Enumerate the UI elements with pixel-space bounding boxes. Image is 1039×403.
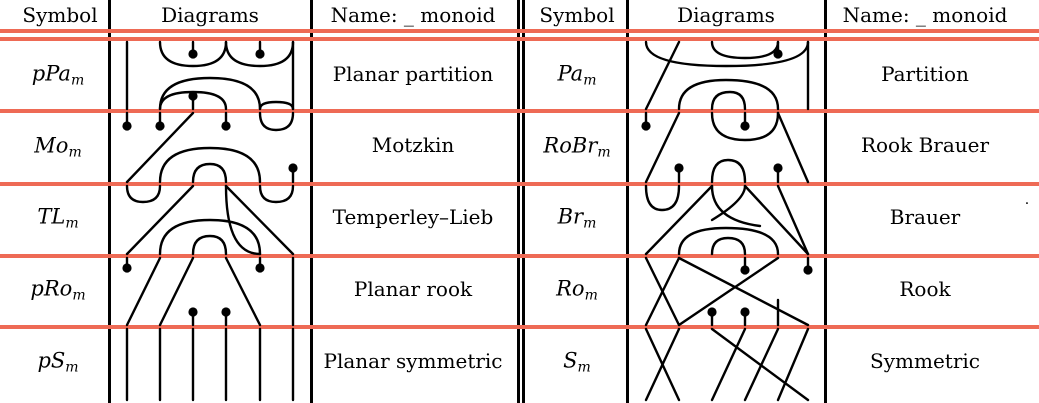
name-left-5: Planar symmetric xyxy=(323,349,503,373)
symbol-left-5: pSm xyxy=(37,348,79,376)
name-right-1: Partition xyxy=(881,62,969,86)
name-right-3: Brauer xyxy=(889,205,961,229)
node-dot xyxy=(773,49,783,59)
diagram-strand xyxy=(776,184,810,256)
diagram-strand xyxy=(224,256,262,327)
arc xyxy=(710,90,747,111)
node-dot xyxy=(740,121,750,131)
arc xyxy=(258,111,295,132)
arc xyxy=(158,218,262,256)
arc xyxy=(258,184,295,204)
diagram-strand xyxy=(644,327,681,402)
node-dot xyxy=(288,163,298,173)
diagram-strand xyxy=(644,111,681,184)
header-name-right: Name: _ monoid xyxy=(842,3,1008,27)
symbol-right-4: Rom xyxy=(556,276,598,304)
header-diagrams-left: Diagrams xyxy=(161,3,259,27)
node-dot xyxy=(255,49,265,59)
arc xyxy=(677,78,780,111)
name-left-2: Motzkin xyxy=(371,133,455,157)
trailing-dot: . xyxy=(1024,192,1030,208)
arc xyxy=(677,226,780,256)
diagram-strand xyxy=(644,184,714,256)
diagram-strand xyxy=(224,184,295,256)
header-symbol-right: Symbol xyxy=(539,3,615,27)
symbol-right-3: Brm xyxy=(557,204,597,232)
diagram-strand xyxy=(710,327,747,402)
symbol-left-1: pPam xyxy=(31,61,85,89)
diagram-strand xyxy=(677,256,780,327)
arc xyxy=(710,236,747,256)
diagram-strand xyxy=(776,111,810,184)
symbol-left-4: pRom xyxy=(30,276,86,304)
diagram-strand xyxy=(743,184,810,256)
symbol-left-2: Mom xyxy=(34,133,82,161)
diagram-strand xyxy=(776,327,810,402)
name-right-4: Rook xyxy=(899,277,951,301)
arc xyxy=(710,158,747,184)
name-left-1: Planar partition xyxy=(332,62,494,86)
node-dot xyxy=(674,163,684,173)
strand xyxy=(224,184,262,256)
name-left-4: Planar rook xyxy=(353,277,473,301)
arc xyxy=(710,111,780,142)
node-dot xyxy=(773,163,783,173)
diagram-strand xyxy=(677,256,810,327)
diagram-strand xyxy=(743,327,780,402)
arc xyxy=(158,76,262,111)
arc xyxy=(191,234,228,256)
header-name-left: Name: _ monoid xyxy=(330,3,496,27)
arc xyxy=(125,184,162,204)
symbol-right-1: Pam xyxy=(557,61,597,89)
diagram-strand xyxy=(644,40,681,111)
name-right-5: Symmetric xyxy=(870,349,980,373)
arc xyxy=(158,146,262,184)
node-dot xyxy=(803,265,813,275)
header-symbol-left: Symbol xyxy=(22,3,98,27)
strand xyxy=(710,184,762,228)
name-right-2: Rook Brauer xyxy=(860,133,990,157)
diagram-strand xyxy=(158,256,195,327)
diagram-strand xyxy=(125,256,162,327)
header-diagrams-right: Diagrams xyxy=(677,3,775,27)
arc xyxy=(644,184,681,212)
name-left-3: Temperley–Lieb xyxy=(332,205,494,229)
strand xyxy=(710,184,747,222)
arc xyxy=(224,40,295,68)
node-dot xyxy=(188,91,198,101)
symbol-right-2: RoBrm xyxy=(543,133,611,161)
diagram-strand xyxy=(125,111,195,184)
symbol-right-5: Sm xyxy=(563,348,591,376)
diagram-strand xyxy=(710,327,810,402)
diagram-strand xyxy=(644,256,681,327)
symbol-left-3: TLm xyxy=(37,204,79,232)
arc xyxy=(258,100,295,111)
node-dot xyxy=(188,49,198,59)
arc xyxy=(644,40,810,68)
diagram-strand xyxy=(125,184,195,256)
arc xyxy=(710,40,780,60)
node-dot xyxy=(740,265,750,275)
arc xyxy=(158,40,228,68)
arc xyxy=(191,162,228,184)
